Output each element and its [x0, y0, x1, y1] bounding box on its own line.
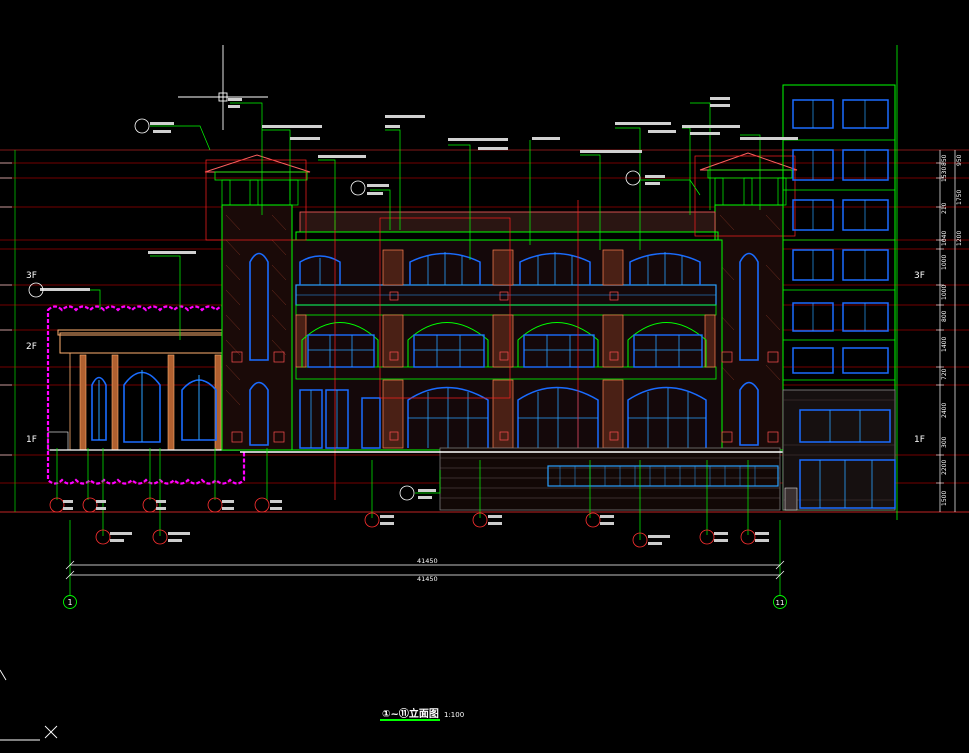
dim-label: 2200 [941, 460, 948, 475]
right-dimension-labels: 850 950 1530 1750 210 1040 1200 1000 100… [941, 154, 963, 506]
axis-bubbles: 1 11 [63, 595, 787, 609]
right-tower [782, 84, 896, 511]
overall-dim-label-upper: 41450 [417, 557, 438, 565]
overall-dimension: 41450 41450 [417, 557, 438, 583]
dim-label: 1530 [941, 167, 948, 182]
dim-label: 950 [956, 154, 963, 166]
level-tag-1f: 1F [26, 435, 37, 445]
dim-label: 2400 [941, 403, 948, 418]
detail-callout-stubs [63, 500, 769, 545]
crosshair-cursor-icon [178, 45, 268, 130]
annotation-text-stubs [40, 97, 798, 499]
level-tags-right: 3F 1F [914, 271, 925, 445]
axis-bubble-start [63, 595, 77, 609]
dim-label: 300 [941, 436, 948, 448]
dim-label: 1750 [956, 190, 963, 205]
axis-label-end: 11 [776, 599, 785, 607]
dim-label: 1500 [941, 491, 948, 506]
level-tag-1f: 1F [914, 435, 925, 445]
level-tag-3f: 3F [26, 271, 37, 281]
ucs-icon [0, 669, 58, 741]
dim-label: 1400 [941, 337, 948, 352]
overall-dim-label-lower: 41450 [417, 575, 438, 583]
dim-label: 1000 [941, 285, 948, 300]
dim-label: 720 [941, 368, 948, 380]
annotation-leaders [40, 102, 761, 540]
dim-label: 210 [941, 202, 948, 214]
dim-label: 1200 [956, 231, 963, 246]
level-tag-3f: 3F [914, 271, 925, 281]
level-tags-left: 3F 2F 1F [26, 271, 37, 445]
dimension-lines [65, 150, 956, 595]
axis-bubble-end [773, 595, 787, 609]
level-tag-2f: 2F [26, 342, 37, 352]
dim-label: 1040 [941, 231, 948, 246]
drawing-title: ①~⑪立面图 1:100 [380, 707, 464, 721]
detail-callout-bubbles [28, 118, 756, 548]
right-dimension-ticks [0, 162, 944, 484]
main-building [204, 152, 798, 511]
axis-label-start: 1 [67, 598, 72, 607]
dim-label: 1000 [941, 255, 948, 270]
drawing-title-scale: 1:100 [444, 711, 464, 719]
dim-label: 850 [941, 154, 948, 166]
dim-label: 800 [941, 310, 948, 322]
drawing-title-label: ①~⑪立面图 [382, 707, 439, 720]
